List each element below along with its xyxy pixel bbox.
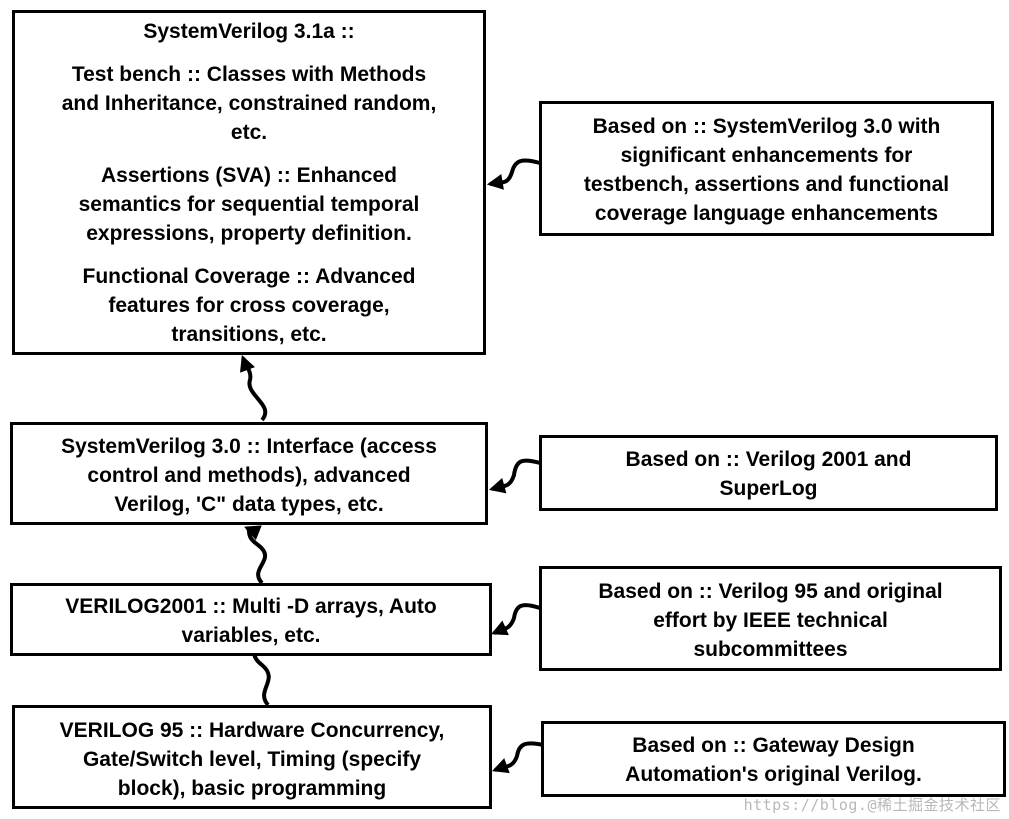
arrow-sv30-to-sv31a: [240, 355, 268, 422]
sv31a-testbench-line2: and Inheritance, constrained random,: [61, 92, 437, 115]
sv31a-box: SystemVerilog 3.1a :: Test bench :: Clas…: [12, 10, 486, 355]
based-gateway-line1: Based on :: Gateway Design: [632, 734, 915, 757]
v2001-line2: variables, etc.: [181, 624, 321, 647]
arrow-v2001-to-sv30: [244, 525, 267, 585]
watermark-text: https://blog.@稀土掘金技术社区: [743, 796, 1001, 814]
arrow-based-v95: [491, 603, 541, 636]
based-gateway-box: Based on :: Gateway Design Automation's …: [541, 721, 1006, 797]
based-sv30-line3: testbench, assertions and functional: [583, 173, 950, 196]
based-sv30-box: Based on :: SystemVerilog 3.0 with signi…: [539, 101, 994, 236]
based-v95-line2: effort by IEEE technical: [653, 609, 888, 632]
sv31a-coverage-line1: Functional Coverage :: Advanced: [82, 265, 416, 288]
based-v95-line1: Based on :: Verilog 95 and original: [598, 580, 943, 603]
sv31a-assertions-line2: semantics for sequential temporal: [78, 193, 420, 216]
v2001-line1: VERILOG2001 :: Multi -D arrays, Auto: [65, 595, 437, 618]
sv31a-title: SystemVerilog 3.1a ::: [143, 20, 355, 43]
v2001-box: VERILOG2001 :: Multi -D arrays, Auto var…: [10, 583, 492, 656]
v95-line1: VERILOG 95 :: Hardware Concurrency,: [59, 719, 445, 742]
sv31a-coverage-line3: transitions, etc.: [171, 323, 327, 346]
sv31a-coverage-line2: features for cross coverage,: [108, 294, 390, 317]
sv30-line1: SystemVerilog 3.0 :: Interface (access: [61, 435, 437, 458]
based-v2001-line2: SuperLog: [719, 477, 818, 500]
sv30-line3: Verilog, 'C" data types, etc.: [114, 493, 384, 516]
arrow-based-sv30: [486, 158, 541, 190]
based-gateway-line2: Automation's original Verilog.: [625, 763, 922, 786]
sv30-line2: control and methods), advanced: [87, 464, 411, 487]
sv31a-testbench-line1: Test bench :: Classes with Methods: [71, 63, 427, 86]
based-v95-line3: subcommittees: [693, 638, 848, 661]
arrow-v95-to-v2001: [249, 637, 271, 707]
based-v2001-line1: Based on :: Verilog 2001 and: [625, 448, 912, 471]
arrow-based-gateway: [491, 741, 544, 774]
v95-line3: block), basic programming: [117, 777, 387, 800]
based-sv30-line4: coverage language enhancements: [594, 202, 939, 225]
based-sv30-line2: significant enhancements for: [620, 144, 913, 167]
arrow-based-v2001: [488, 458, 541, 494]
sv31a-testbench-line3: etc.: [230, 121, 268, 144]
v95-box: VERILOG 95 :: Hardware Concurrency, Gate…: [12, 705, 492, 809]
based-v95-box: Based on :: Verilog 95 and original effo…: [539, 566, 1002, 671]
based-sv30-line1: Based on :: SystemVerilog 3.0 with: [592, 115, 941, 138]
based-v2001-box: Based on :: Verilog 2001 and SuperLog: [539, 435, 998, 511]
sv31a-assertions-line3: expressions, property definition.: [86, 222, 412, 245]
sv31a-assertions-line1: Assertions (SVA) :: Enhanced: [101, 164, 397, 187]
v95-line2: Gate/Switch level, Timing (specify: [82, 748, 422, 771]
sv30-box: SystemVerilog 3.0 :: Interface (access c…: [10, 422, 488, 525]
